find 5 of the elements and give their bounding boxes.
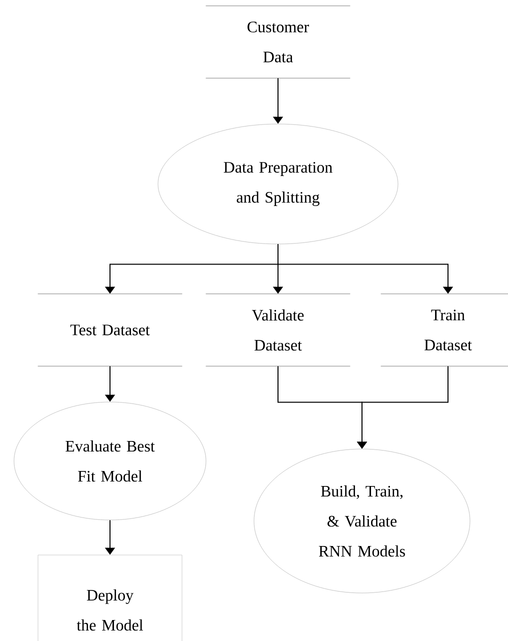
- data-store: Train Dataset: [380, 293, 508, 367]
- data-store: Customer Data: [205, 5, 351, 79]
- data-store: Test Dataset: [37, 293, 183, 367]
- data-store: Validate Dataset: [205, 293, 351, 367]
- process-box: Deploy the Model: [38, 554, 182, 641]
